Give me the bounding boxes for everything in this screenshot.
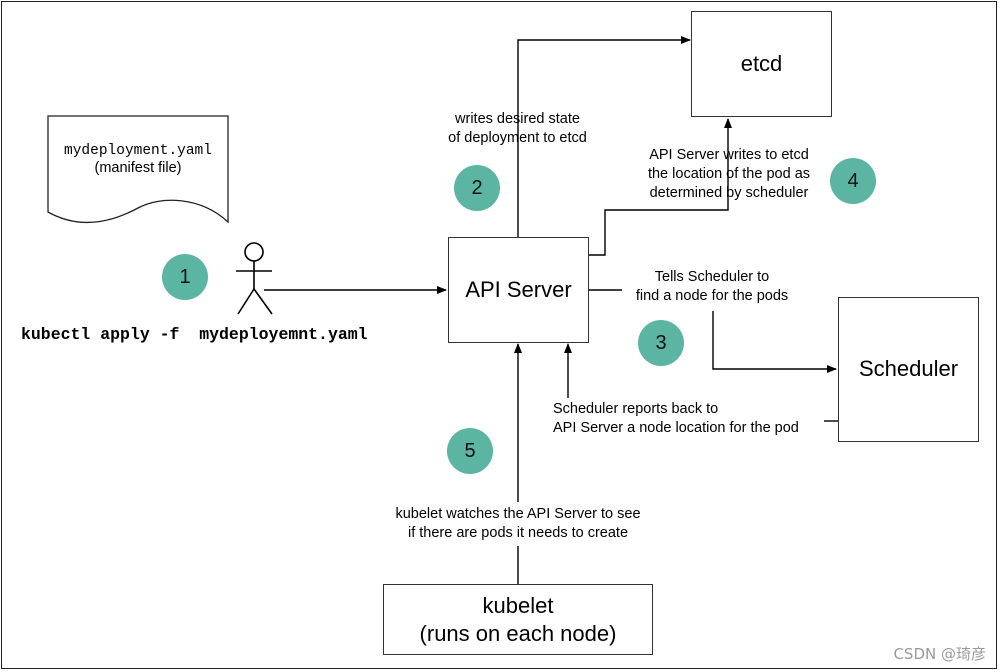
- etcd-label: etcd: [740, 50, 783, 76]
- manifest-description: (manifest file): [94, 160, 182, 176]
- step-badge-2: 2: [454, 165, 500, 211]
- api-server-box: API Server: [448, 237, 589, 343]
- kubelet-sublabel: (runs on each node): [419, 620, 617, 646]
- label-tells-scheduler: Tells Scheduler to find a node for the p…: [635, 269, 789, 304]
- step-badge-1: 1: [162, 254, 208, 300]
- manifest-filename: mydeployment.yaml: [64, 143, 212, 159]
- label-scheduler-reports: Scheduler reports back to API Server a n…: [553, 401, 799, 436]
- arrow-api-to-etcd-location: [589, 118, 732, 256]
- label-api-writes-etcd: API Server writes to etcd the location o…: [647, 147, 811, 201]
- api-server-label: API Server: [465, 276, 572, 302]
- step-badge-4: 4: [830, 158, 876, 204]
- step-badge-5: 5: [447, 428, 493, 474]
- step-badge-3: 3: [638, 320, 684, 366]
- etcd-box: etcd: [691, 11, 832, 117]
- label-kubelet-watches: kubelet watches the API Server to see if…: [395, 506, 641, 541]
- manifest-label: mydeployment.yaml (manifest file): [48, 143, 228, 177]
- manifest-document-shape: [47, 115, 229, 224]
- kubelet-label: kubelet: [482, 593, 554, 618]
- kubectl-command: kubectl apply -f mydeployemnt.yaml: [21, 325, 368, 344]
- user-figure-icon: [236, 242, 273, 315]
- arrow-to-scheduler: [712, 311, 837, 373]
- scheduler-box: Scheduler: [838, 297, 979, 442]
- scheduler-label: Scheduler: [858, 356, 959, 382]
- arrow-api-to-etcd: [517, 36, 691, 237]
- watermark: CSDN @琦彦: [893, 645, 986, 663]
- label-writes-desired-state: writes desired state of deployment to et…: [448, 111, 587, 146]
- kubelet-box: kubelet (runs on each node): [383, 584, 653, 655]
